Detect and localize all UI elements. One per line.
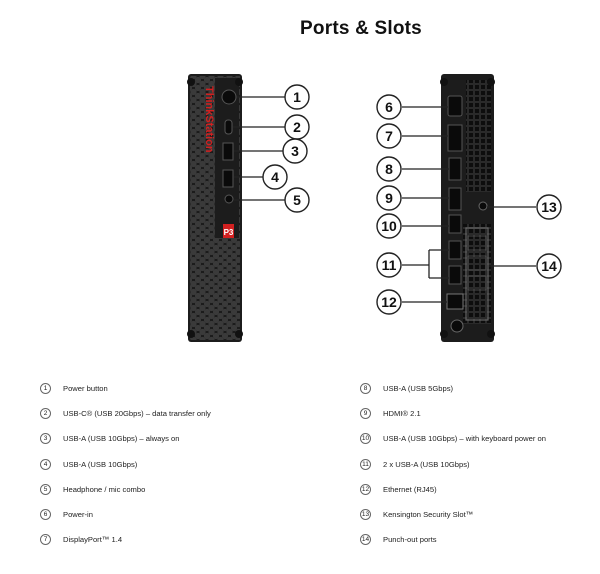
power-button-icon (221, 89, 237, 105)
legend-item: 8 USB-A (USB 5Gbps) (360, 376, 546, 401)
svg-text:3: 3 (291, 143, 299, 159)
usb-a-port-icon (222, 169, 234, 188)
legend-label: Punch-out ports (383, 535, 437, 545)
callout-8: 8 (376, 156, 402, 182)
callout-5: 5 (284, 187, 310, 213)
legend-number: 6 (40, 509, 51, 521)
callout-14: 14 (536, 253, 562, 279)
legend-item: 12 Ethernet (RJ45) (360, 477, 546, 502)
usb-a-port-icon (222, 142, 234, 161)
usb-a-port-icon (448, 240, 462, 260)
ports-diagram: ThinkStation P3 (187, 74, 562, 342)
rear-screw-icon (450, 319, 464, 333)
front-badge-icon (223, 224, 234, 238)
legend-number: 9 (360, 408, 371, 420)
legend-label: Headphone / mic combo (63, 484, 146, 494)
front-brand-logo: ThinkStation (203, 86, 215, 153)
rear-vents (466, 80, 491, 192)
legend-item: 14 Punch-out ports (360, 527, 546, 552)
callout-10: 10 (376, 213, 402, 239)
callouts: 1 2 3 4 5 6 7 8 9 10 11 12 13 14 (262, 84, 562, 315)
svg-text:5: 5 (293, 192, 301, 208)
audio-jack-icon (224, 194, 234, 204)
legend-item: 10 USB-A (USB 10Gbps) – with keyboard pow… (360, 426, 546, 451)
legend-number: 8 (360, 383, 371, 395)
legend-label: DisplayPort™ 1.4 (63, 535, 123, 545)
callout-1: 1 (284, 84, 310, 110)
svg-text:9: 9 (385, 190, 393, 206)
svg-text:13: 13 (541, 199, 557, 215)
svg-text:6: 6 (385, 99, 393, 115)
legend-item: 1 Power button (40, 376, 211, 401)
svg-text:4: 4 (271, 169, 279, 185)
usb-c-port-icon (224, 119, 233, 135)
legend-item: 3 USB-A (USB 10Gbps) – always on (40, 426, 211, 451)
hdmi-port-icon (448, 187, 462, 211)
legend-number: 13 (360, 509, 371, 521)
legend-item: 6 Power-in (40, 502, 211, 527)
legend-number: 10 (360, 433, 371, 445)
punch-out-panel (465, 227, 489, 321)
callout-2: 2 (284, 114, 310, 140)
legend-item: 2 USB-C® (USB 20Gbps) – data transfer onl… (40, 401, 211, 426)
legend-number: 4 (40, 458, 51, 470)
legend-label: USB-A (USB 10Gbps) – with keyboard power… (383, 434, 546, 444)
callout-12: 12 (376, 289, 402, 315)
legend-label: Kensington Security Slot™ (383, 510, 474, 520)
svg-text:7: 7 (385, 128, 393, 144)
legend-item: 11 2 x USB-A (USB 10Gbps) (360, 452, 546, 477)
power-in-icon (447, 95, 463, 117)
legend-label: USB-C® (USB 20Gbps) – data transfer only (63, 409, 211, 419)
legend-label: USB-A (USB 10Gbps) – always on (63, 434, 180, 444)
callout-13: 13 (536, 194, 562, 220)
legend-number: 11 (360, 458, 371, 470)
callout-11: 11 (376, 252, 402, 278)
legend-label: USB-A (USB 5Gbps) (383, 384, 454, 394)
callout-3: 3 (282, 138, 308, 164)
ethernet-port-icon (446, 293, 464, 310)
legend-right: 8 USB-A (USB 5Gbps) 9 HDMI® 2.1 10 USB-A (U… (360, 376, 546, 552)
usb-a-port-icon (448, 214, 462, 234)
legend-label: HDMI® 2.1 (383, 409, 421, 419)
usb-a-port-icon (448, 265, 462, 285)
front-view: ThinkStation P3 (187, 74, 243, 342)
legend-label: Power button (63, 384, 108, 394)
legend-number: 1 (40, 383, 51, 395)
legend-item: 13 Kensington Security Slot™ (360, 502, 546, 527)
legend-number: 3 (40, 433, 51, 445)
legend-item: 9 HDMI® 2.1 (360, 401, 546, 426)
page-title: Ports & Slots (300, 18, 422, 39)
legend-label: 2 x USB-A (USB 10Gbps) (383, 459, 470, 469)
legend-number: 5 (40, 483, 51, 495)
svg-text:8: 8 (385, 161, 393, 177)
legend-item: 7 DisplayPort™ 1.4 (40, 527, 211, 552)
legend-number: 7 (40, 534, 51, 546)
callout-4: 4 (262, 164, 288, 190)
svg-text:10: 10 (381, 218, 397, 234)
legend-number: 12 (360, 483, 371, 495)
svg-text:1: 1 (293, 89, 301, 105)
legend-left: 1 Power button 2 USB-C® (USB 20Gbps) – dat… (40, 376, 211, 552)
legend-label: Power-in (63, 510, 93, 520)
legend-item: 5 Headphone / mic combo (40, 477, 211, 502)
kensington-slot-icon (478, 201, 488, 211)
callout-6: 6 (376, 94, 402, 120)
legend-item: 4 USB-A (USB 10Gbps) (40, 452, 211, 477)
rear-view (440, 74, 495, 342)
legend-label: USB-A (USB 10Gbps) (63, 459, 138, 469)
displayport-icon (447, 124, 463, 152)
leader-lines (233, 96, 536, 303)
legend-number: 14 (360, 534, 371, 546)
callout-9: 9 (376, 185, 402, 211)
callout-7: 7 (376, 123, 402, 149)
legend-number: 2 (40, 408, 51, 420)
svg-text:11: 11 (382, 257, 397, 273)
legend-label: Ethernet (RJ45) (383, 484, 437, 494)
front-badge: P3 (224, 228, 234, 237)
svg-text:14: 14 (541, 258, 557, 274)
svg-text:12: 12 (381, 294, 397, 310)
usb-a-port-icon (448, 157, 462, 181)
svg-text:2: 2 (293, 119, 301, 135)
